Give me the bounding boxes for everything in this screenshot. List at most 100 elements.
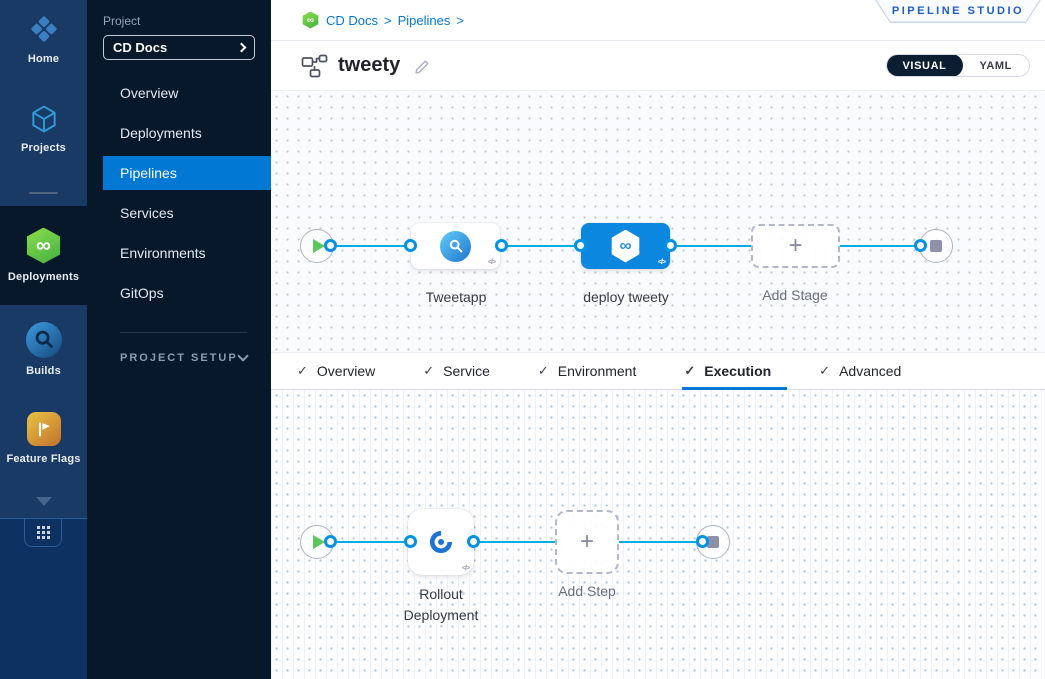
builds-ci-icon [25, 322, 62, 358]
link-point[interactable] [467, 535, 480, 548]
step-rollout-deployment[interactable]: </> [408, 509, 474, 575]
sidebar-item-label: Overview [120, 85, 179, 101]
deploy-stage-icon: ∞ [611, 229, 640, 263]
link-point[interactable] [324, 535, 337, 548]
connector-line [618, 541, 703, 543]
tab-label: Environment [557, 363, 637, 379]
module-label: Builds [26, 365, 61, 377]
deployments-cd-icon: ∞ [26, 227, 61, 264]
module-divider [29, 192, 58, 194]
module-label: Feature Flags [6, 453, 81, 465]
tab-execution[interactable]: ✓ Execution [682, 353, 787, 390]
edit-pencil-icon[interactable] [414, 57, 432, 75]
sidebar-item-environments[interactable]: Environments [87, 233, 271, 273]
link-point[interactable] [696, 535, 709, 548]
play-icon [313, 535, 325, 549]
project-section-label: Project [103, 14, 141, 28]
module-item-builds[interactable]: Builds [0, 322, 87, 378]
link-point[interactable] [914, 239, 927, 252]
code-icon: </> [487, 259, 496, 266]
stop-icon [707, 536, 719, 548]
tab-overview[interactable]: ✓ Overview [297, 353, 375, 389]
sidebar-item-services[interactable]: Services [87, 193, 271, 233]
link-point[interactable] [495, 239, 508, 252]
sidebar-item-label: Environments [120, 245, 206, 261]
tab-label: Service [443, 363, 490, 379]
pipeline-icon [301, 54, 328, 77]
sidebar-divider [120, 332, 247, 333]
stage-label: Tweetapp [425, 289, 487, 305]
rollout-step-icon [429, 530, 453, 554]
build-stage-icon [440, 230, 471, 262]
feature-flags-icon [26, 412, 61, 446]
pipeline-studio-badge-label: PIPELINE STUDIO [891, 4, 1025, 17]
stage-tweetapp[interactable]: </> [411, 223, 500, 269]
breadcrumb-separator: > [384, 12, 392, 28]
breadcrumb-link-project[interactable]: CD Docs [326, 12, 379, 28]
link-point[interactable] [574, 239, 587, 252]
check-icon: ✓ [684, 363, 696, 378]
sidebar-item-deployments[interactable]: Deployments [87, 113, 271, 153]
sidebar-item-label: Deployments [120, 125, 202, 141]
plus-icon: + [579, 528, 594, 555]
add-step-button[interactable]: + [555, 510, 619, 574]
check-icon: ✓ [297, 363, 308, 378]
link-point[interactable] [404, 535, 417, 548]
module-label: Home [27, 53, 60, 65]
app-grid-button[interactable] [24, 519, 62, 547]
main-content: PIPELINE STUDIO ∞ CD Docs > Pipelines > … [271, 0, 1045, 679]
connector-line [671, 245, 752, 247]
project-sidebar: Project CD Docs Overview Deployments Pip… [87, 0, 271, 679]
sidebar-item-gitops[interactable]: GitOps [87, 273, 271, 313]
link-point[interactable] [664, 239, 677, 252]
stage-tabbar: ✓ Overview ✓ Service ✓ Environment ✓ Exe… [271, 352, 1045, 390]
tab-service[interactable]: ✓ Service [423, 353, 490, 389]
projects-cube-icon [31, 105, 56, 133]
toggle-visual[interactable]: VISUAL [886, 55, 964, 76]
sidebar-item-label: GitOps [120, 285, 164, 301]
link-point[interactable] [324, 239, 337, 252]
module-nav-expand-icon[interactable] [36, 497, 52, 506]
module-item-deployments[interactable]: ∞ Deployments [0, 206, 87, 305]
add-stage-button[interactable]: + [751, 224, 840, 268]
pipeline-studio-badge: PIPELINE STUDIO [875, 0, 1041, 23]
module-strip-bottom [0, 518, 87, 679]
step-label: Rollout Deployment [403, 586, 479, 623]
tab-label: Advanced [839, 363, 902, 379]
breadcrumb-link-pipelines[interactable]: Pipelines [397, 12, 451, 28]
module-item-projects[interactable]: Projects [0, 103, 87, 155]
code-icon: </> [657, 259, 666, 266]
module-item-home[interactable]: Home [0, 12, 87, 66]
project-selector[interactable]: CD Docs [103, 35, 255, 60]
module-label: Projects [20, 142, 66, 154]
waffle-icon [36, 526, 50, 539]
toggle-yaml[interactable]: YAML [979, 59, 1012, 72]
project-nav-list: Overview Deployments Pipelines Services … [87, 73, 271, 313]
cd-module-icon: ∞ [302, 11, 319, 29]
view-toggle: VISUAL YAML [885, 54, 1030, 77]
sidebar-item-overview[interactable]: Overview [87, 73, 271, 113]
code-icon: </> [461, 565, 470, 572]
connector-line [330, 245, 410, 247]
stage-canvas[interactable]: </> ∞ </> + Tweetapp deploy tweety Add S… [271, 90, 1045, 352]
tab-advanced[interactable]: ✓ Advanced [819, 353, 901, 389]
module-item-feature-flags[interactable]: Feature Flags [0, 412, 87, 466]
stop-icon [930, 240, 942, 252]
sidebar-item-label: Services [120, 205, 174, 221]
chevron-down-icon [237, 350, 249, 362]
infinity-glyph: ∞ [36, 233, 51, 257]
check-icon: ✓ [537, 363, 549, 378]
link-point[interactable] [404, 239, 417, 252]
breadcrumb: ∞ CD Docs > Pipelines > [271, 0, 1045, 41]
execution-canvas[interactable]: </> + Rollout Deployment Add Step [271, 390, 1045, 679]
infinity-glyph: ∞ [619, 236, 632, 255]
project-setup-toggle[interactable]: PROJECT SETUP [120, 350, 249, 364]
connector-line [474, 541, 555, 543]
infinity-glyph: ∞ [306, 14, 315, 26]
sidebar-item-pipelines[interactable]: Pipelines [103, 156, 271, 190]
check-icon: ✓ [423, 363, 435, 378]
stage-deploy-tweety[interactable]: ∞ </> [581, 223, 670, 269]
add-step-label: Add Step [558, 583, 616, 599]
tab-environment[interactable]: ✓ Environment [538, 353, 637, 389]
